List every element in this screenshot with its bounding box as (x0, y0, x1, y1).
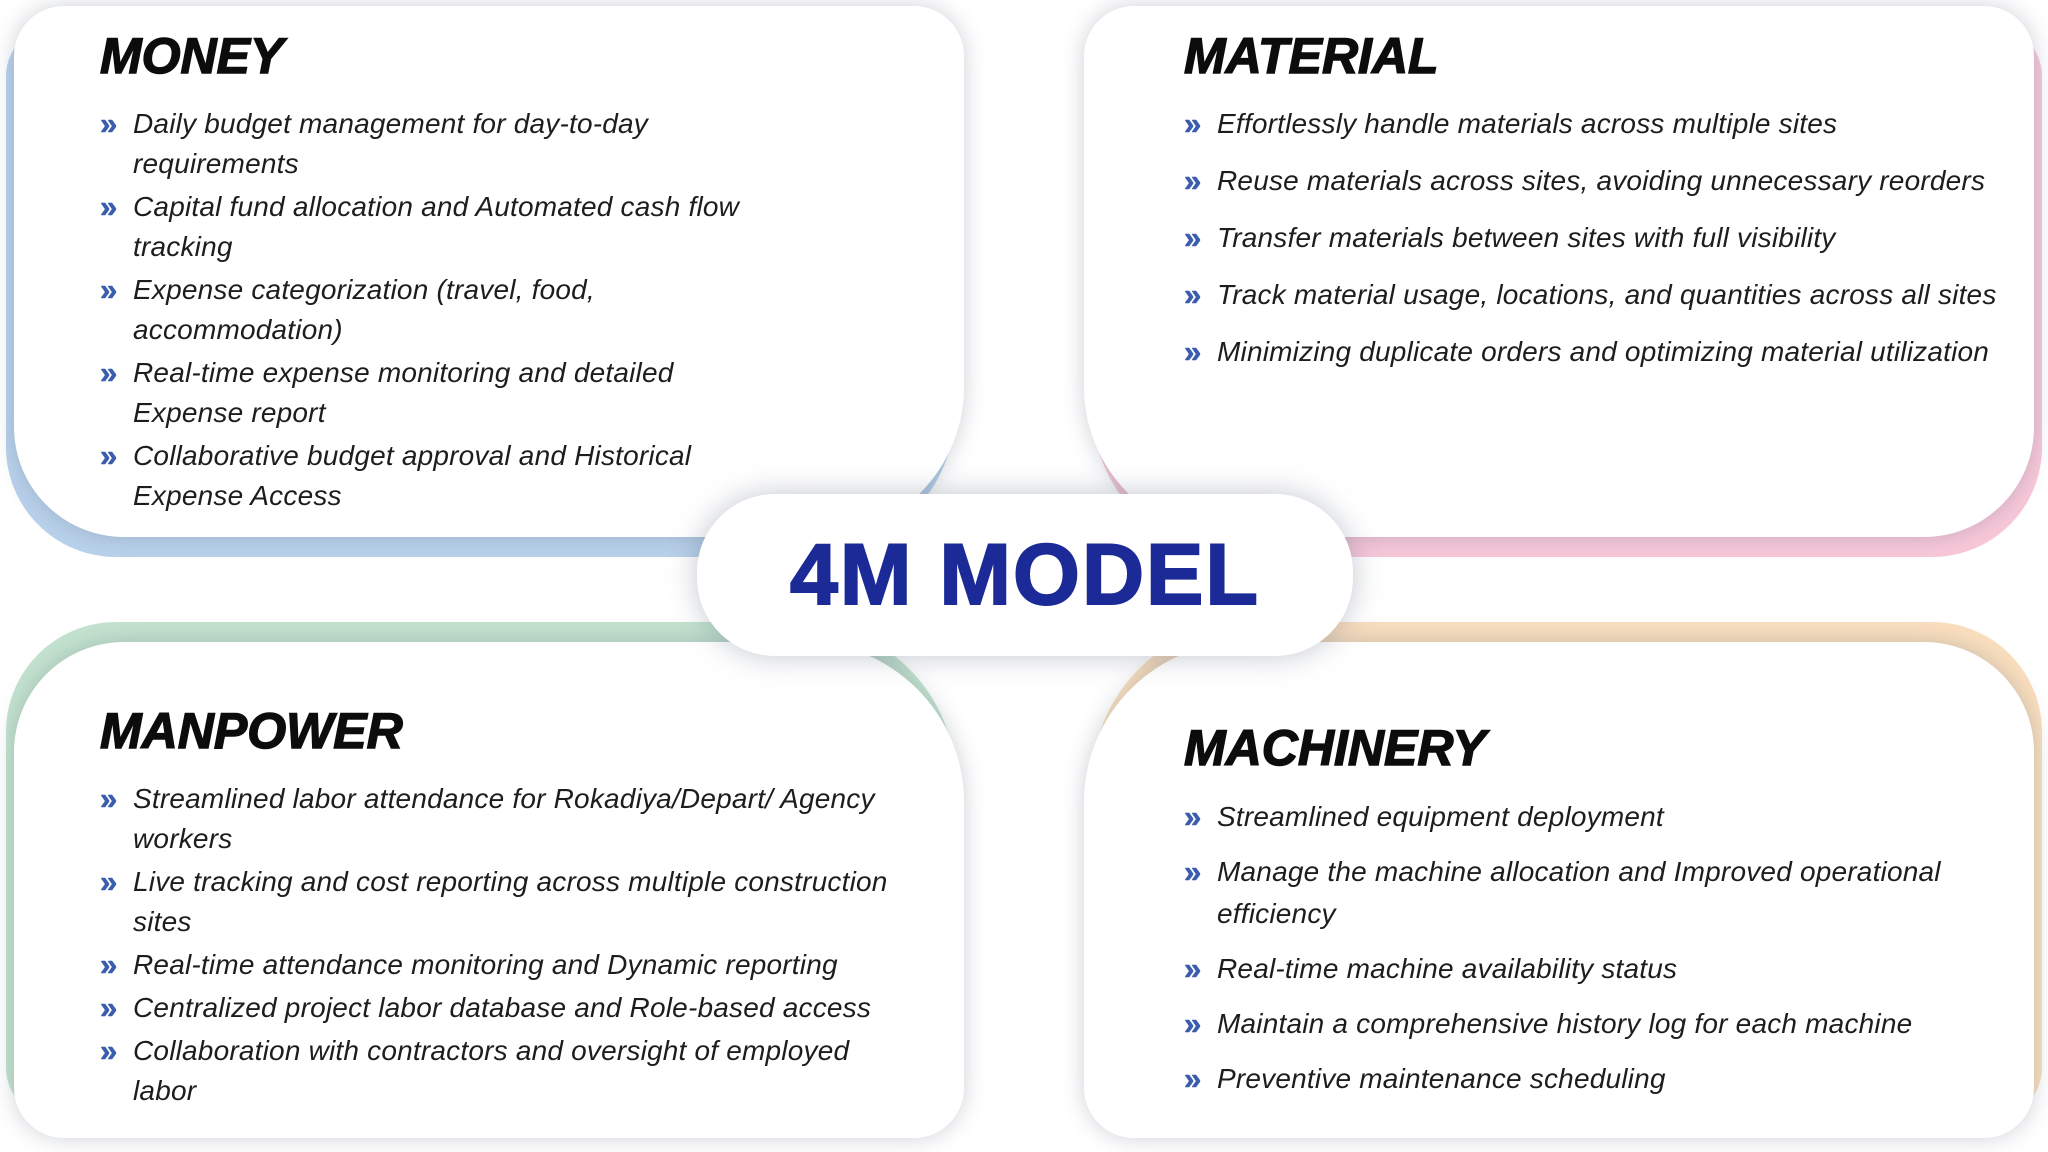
chevron-bullet-icon: » (100, 189, 118, 225)
list-item-text: Maintain a comprehensive history log for… (1217, 1008, 1913, 1039)
list-item-text: Capital fund allocation and Automated ca… (133, 191, 740, 262)
chevron-bullet-icon: » (1184, 163, 1202, 199)
quadrant-card-material: MATERIAL » Effortlessly handle materials … (1084, 6, 2034, 537)
list-item: » Expense categorization (travel, food, a… (100, 270, 924, 350)
chevron-bullet-icon: » (100, 438, 118, 474)
chevron-bullet-icon: » (100, 106, 118, 142)
list-item: » Reuse materials across sites, avoiding … (1184, 161, 2020, 201)
chevron-bullet-icon: » (100, 781, 118, 817)
chevron-bullet-icon: » (1184, 799, 1202, 835)
list-item-text: Manage the machine allocation and Improv… (1217, 856, 1941, 929)
list-item: » Transfer materials between sites with f… (1184, 218, 2020, 258)
list-item-text: Centralized project labor database and R… (133, 992, 872, 1023)
list-item: » Capital fund allocation and Automated c… (100, 187, 924, 267)
quadrant-title-manpower: MANPOWER (99, 703, 403, 759)
list-item: » Preventive maintenance scheduling (1184, 1058, 2020, 1100)
list-item: » Real-time attendance monitoring and Dyn… (100, 945, 934, 985)
list-item-text: Live tracking and cost reporting across … (133, 866, 888, 937)
quadrant-title-machinery: MACHINERY (1183, 720, 1486, 776)
list-item: » Live tracking and cost reporting across… (100, 862, 934, 942)
list-item-text: Collaboration with contractors and overs… (133, 1035, 850, 1106)
list-item-text: Transfer materials between sites with fu… (1217, 222, 1836, 253)
chevron-bullet-icon: » (100, 990, 118, 1026)
machinery-feature-list: » Streamlined equipment deployment » Manage… (1184, 796, 2020, 1100)
quadrant-title-material: MATERIAL (1183, 28, 1439, 84)
chevron-bullet-icon: » (1184, 334, 1202, 370)
list-item-text: Real-time expense monitoring and detaile… (133, 357, 674, 428)
chevron-bullet-icon: » (1184, 951, 1202, 987)
list-item-text: Streamlined equipment deployment (1217, 801, 1664, 832)
list-item: » Maintain a comprehensive history log fo… (1184, 1003, 2020, 1045)
chevron-bullet-icon: » (1184, 1061, 1202, 1097)
list-item: » Daily budget management for day-to-day … (100, 104, 924, 184)
list-item-text: Streamlined labor attendance for Rokadiy… (133, 783, 875, 854)
chevron-bullet-icon: » (100, 947, 118, 983)
chevron-bullet-icon: » (100, 1033, 118, 1069)
list-item-text: Minimizing duplicate orders and optimizi… (1217, 336, 1990, 367)
list-item: » Minimizing duplicate orders and optimiz… (1184, 332, 2020, 372)
chevron-bullet-icon: » (1184, 220, 1202, 256)
quadrant-card-money: MONEY » Daily budget management for day-t… (14, 6, 964, 537)
quadrant-card-manpower: MANPOWER » Streamlined labor attendance f… (14, 642, 964, 1138)
list-item: » Real-time machine availability status (1184, 948, 2020, 990)
chevron-bullet-icon: » (1184, 106, 1202, 142)
list-item: » Real-time expense monitoring and detail… (100, 353, 924, 433)
quadrant-title-money: MONEY (99, 28, 284, 84)
list-item: » Manage the machine allocation and Impro… (1184, 851, 2020, 935)
money-feature-list: » Daily budget management for day-to-day … (100, 104, 924, 516)
chevron-bullet-icon: » (100, 864, 118, 900)
list-item: » Streamlined equipment deployment (1184, 796, 2020, 838)
chevron-bullet-icon: » (1184, 854, 1202, 890)
list-item: » Streamlined labor attendance for Rokadi… (100, 779, 934, 859)
chevron-bullet-icon: » (100, 355, 118, 391)
quadrant-card-machinery: MACHINERY » Streamlined equipment deploym… (1084, 642, 2034, 1138)
material-feature-list: » Effortlessly handle materials across mu… (1184, 104, 2020, 372)
list-item-text: Real-time machine availability status (1217, 953, 1678, 984)
center-title-badge: 4M MODEL (697, 494, 1353, 656)
list-item: » Effortlessly handle materials across mu… (1184, 104, 2020, 144)
center-title-text: 4M MODEL (789, 526, 1260, 624)
chevron-bullet-icon: » (1184, 1006, 1202, 1042)
list-item-text: Collaborative budget approval and Histor… (133, 440, 692, 511)
list-item-text: Reuse materials across sites, avoiding u… (1217, 165, 1986, 196)
list-item-text: Effortlessly handle materials across mul… (1217, 108, 1838, 139)
chevron-bullet-icon: » (100, 272, 118, 308)
list-item: » Track material usage, locations, and qu… (1184, 275, 2020, 315)
list-item-text: Daily budget management for day-to-day r… (133, 108, 648, 179)
list-item: » Collaborative budget approval and Histo… (100, 436, 924, 516)
manpower-feature-list: » Streamlined labor attendance for Rokadi… (100, 779, 934, 1111)
list-item-text: Expense categorization (travel, food, ac… (133, 274, 595, 345)
list-item: » Centralized project labor database and … (100, 988, 934, 1028)
list-item-text: Track material usage, locations, and qua… (1217, 279, 1997, 310)
list-item: » Collaboration with contractors and over… (100, 1031, 934, 1111)
list-item-text: Real-time attendance monitoring and Dyna… (133, 949, 838, 980)
chevron-bullet-icon: » (1184, 277, 1202, 313)
list-item-text: Preventive maintenance scheduling (1217, 1063, 1666, 1094)
